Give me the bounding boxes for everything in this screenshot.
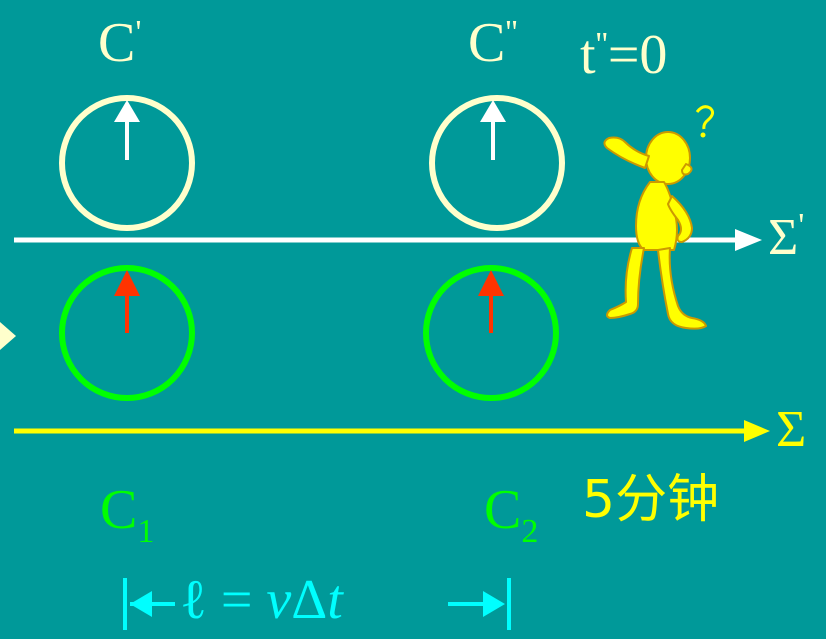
- clock-c-double-prime: [429, 95, 565, 231]
- offscreen-arrow-tip: [0, 322, 16, 350]
- duration-label: 5分钟: [582, 470, 720, 530]
- time-note: t''=0: [580, 24, 668, 86]
- clock-c1: [59, 265, 195, 401]
- clock-label-c-prime: C': [98, 12, 142, 74]
- clock-label-c2: C2: [484, 479, 539, 550]
- clock-c2: [423, 265, 559, 401]
- distance-formula: ℓ = vΔt: [180, 569, 343, 631]
- distance-marker: [123, 578, 511, 630]
- rest-frame-label: Σ: [776, 401, 807, 458]
- rest-frame-axis: [14, 420, 770, 442]
- clock-label-c-double-prime: C'': [468, 12, 518, 74]
- moving-frame-axis: [14, 229, 762, 251]
- moving-frame-label: Σ': [768, 207, 805, 266]
- thinking-person-icon: [603, 105, 715, 330]
- clock-label-c1: C1: [100, 479, 155, 550]
- clock-c-prime: [59, 95, 195, 231]
